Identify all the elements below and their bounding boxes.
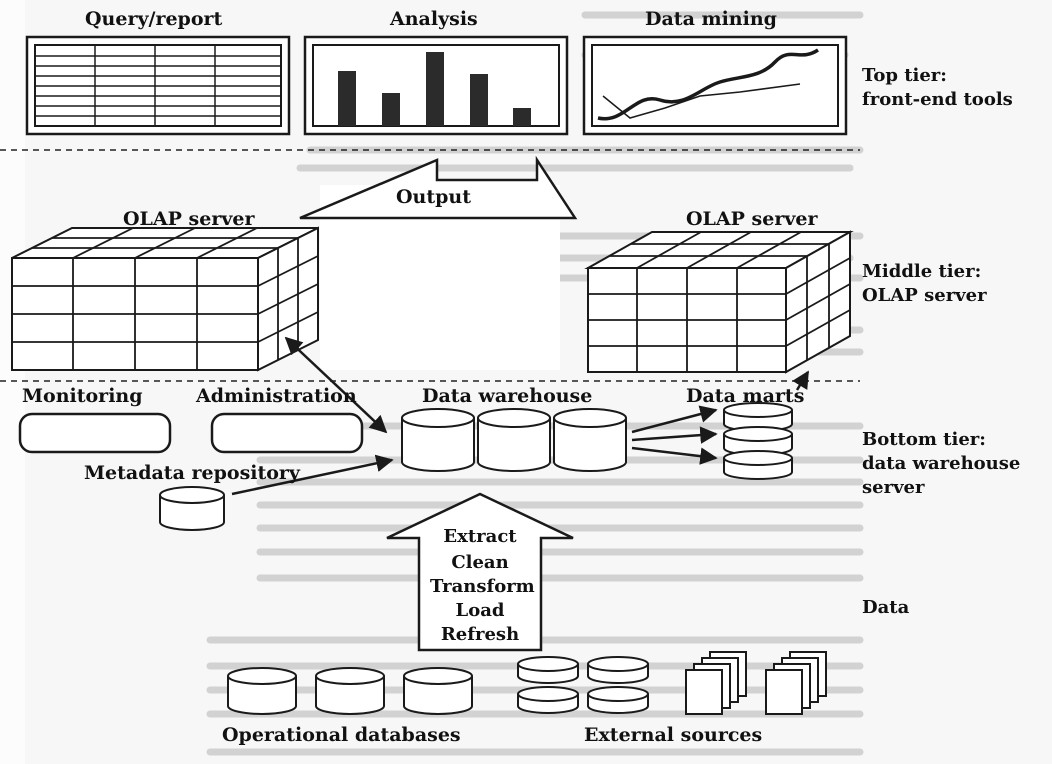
analysis-bar: [513, 108, 531, 126]
analysis-bar: [470, 74, 488, 126]
analysis-label: Analysis: [390, 8, 478, 30]
olap-server-right-label: OLAP server: [686, 208, 818, 230]
analysis-bar: [338, 71, 356, 126]
data-marts-label: Data marts: [686, 385, 805, 407]
analysis-screen: [303, 35, 569, 136]
etl-step-transform: Transform: [430, 576, 535, 597]
top-tier-label-line1: Top tier:: [862, 65, 947, 86]
external-sources-label: External sources: [584, 724, 763, 746]
etl-step-load: Load: [455, 600, 505, 621]
bottom-tier-label-line3: server: [862, 477, 925, 498]
bottom-tier-label-line2: data warehouse: [862, 453, 1021, 474]
metadata-repository-cylinder: [159, 486, 225, 531]
data-marts-cylinders: [723, 402, 793, 480]
etl-step-clean: Clean: [451, 552, 509, 573]
olap-cube-right: [584, 230, 854, 374]
monitoring-box: [18, 412, 172, 454]
monitoring-label: Monitoring: [22, 385, 143, 407]
etl-step-refresh: Refresh: [440, 624, 520, 645]
output-arrow: [299, 155, 578, 220]
external-source-cylinders: [517, 656, 649, 714]
olap-server-left-label: OLAP server: [123, 208, 255, 230]
output-label: Output: [396, 186, 472, 208]
query-report-label: Query/report: [85, 8, 223, 30]
data-tier-label: Data: [862, 597, 910, 618]
operational-databases-label: Operational databases: [222, 724, 461, 746]
administration-label: Administration: [196, 385, 357, 407]
etl-step-extract: Extract: [443, 526, 517, 547]
data-mining-label: Data mining: [645, 8, 777, 30]
olap-cube-left: [11, 226, 319, 372]
data-mining-screen: [582, 35, 848, 136]
tier-separators: [0, 149, 860, 382]
bottom-tier-label-line1: Bottom tier:: [862, 429, 986, 450]
query-report-screen: [25, 35, 291, 136]
analysis-bar: [382, 93, 400, 126]
metadata-repository-label: Metadata repository: [84, 462, 300, 484]
top-tier-label-line2: front-end tools: [862, 89, 1013, 110]
administration-box: [210, 412, 364, 454]
etl-arrow: [386, 492, 574, 652]
data-warehouse-cylinders: [401, 408, 627, 472]
analysis-bar: [426, 52, 444, 126]
middle-tier-label-line1: Middle tier:: [862, 261, 982, 282]
connector-arrows: [231, 336, 810, 496]
operational-database-cylinders: [227, 667, 473, 715]
middle-tier-label-line2: OLAP server: [862, 285, 987, 306]
external-source-documents: [685, 651, 827, 715]
data-warehouse-label: Data warehouse: [422, 385, 593, 407]
